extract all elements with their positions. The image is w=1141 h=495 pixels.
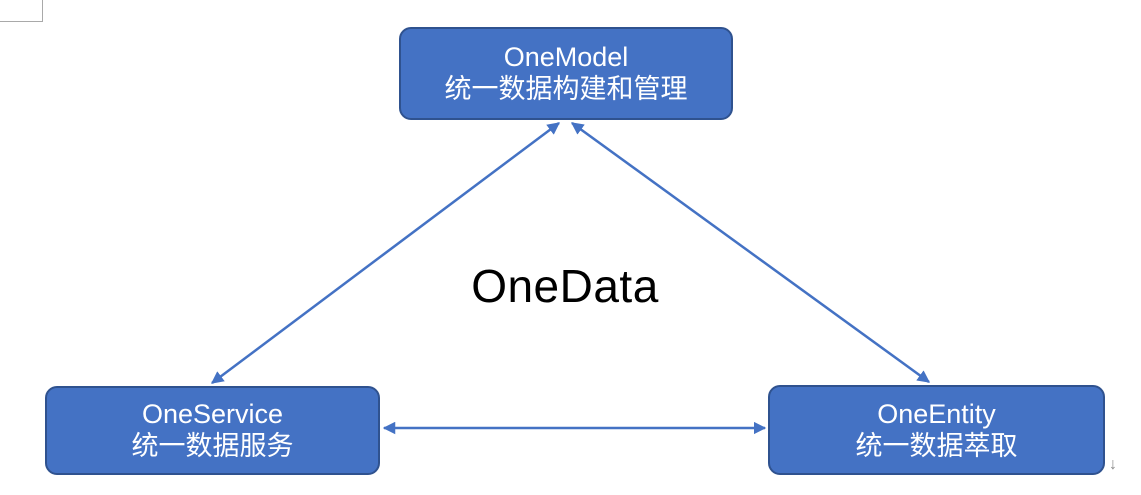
node-onemodel-subtitle: 统一数据构建和管理 [444, 74, 688, 104]
node-oneentity-title: OneEntity [877, 398, 996, 429]
diagram-center-label: OneData [471, 260, 659, 312]
node-oneservice-subtitle: 统一数据服务 [131, 431, 294, 461]
node-oneservice: OneService 统一数据服务 [45, 386, 380, 475]
arrow-onemodel-oneservice [210, 121, 561, 385]
scroll-down-indicator: ↓ [1109, 456, 1117, 473]
node-oneentity-subtitle: 统一数据萃取 [855, 430, 1018, 461]
node-oneservice-title: OneService [141, 399, 284, 429]
node-onemodel-title: OneModel [503, 42, 629, 72]
node-onemodel: OneModel 统一数据构建和管理 [399, 27, 733, 120]
arrow-onemodel-oneentity [570, 121, 931, 384]
node-oneentity: OneEntity 统一数据萃取 [768, 385, 1105, 475]
page-corner-artifact [0, 0, 43, 22]
